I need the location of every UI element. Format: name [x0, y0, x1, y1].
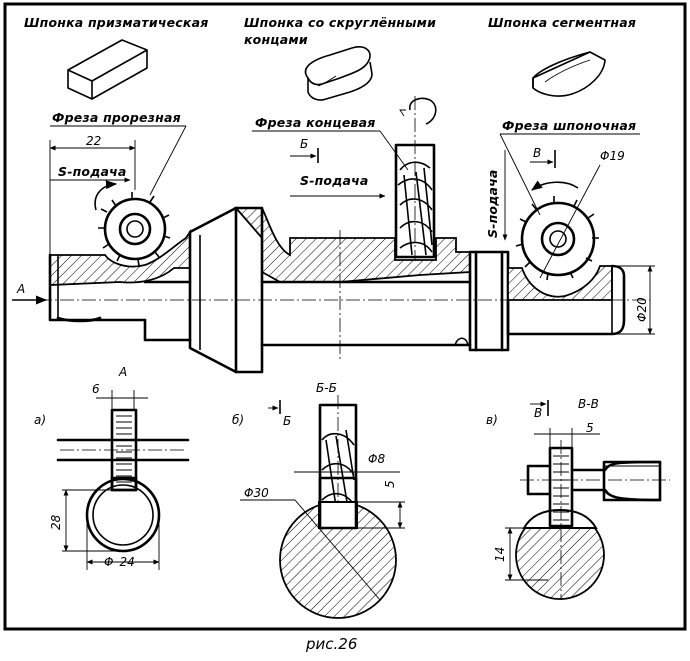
view-arrow-a: A — [16, 282, 25, 296]
label-cutter-end: Фреза концевая — [255, 115, 376, 130]
figure-caption: рис.26 — [305, 635, 357, 653]
dim-d19: Φ19 — [600, 149, 625, 163]
label-cutter-slot: Фреза прорезная — [52, 110, 181, 125]
dim-d20: Φ20 — [635, 297, 649, 322]
slot-cutter: 22 S-подача — [49, 134, 171, 267]
prismatic-key-icon — [67, 39, 148, 100]
view-a-title: A — [118, 365, 127, 379]
section-b: Б-Б б) Б Φ8 5 Φ30 — [232, 381, 405, 619]
section-v-marker: В — [534, 406, 542, 420]
section-b-marker: Б — [283, 414, 291, 428]
dim-22: 22 — [86, 134, 101, 148]
keyway-cutter: S-подача В Φ19 — [485, 146, 625, 281]
sub-label-a: а) — [34, 413, 46, 427]
dim-5-v: 5 — [586, 421, 594, 435]
end-mill: Б S-подача — [290, 96, 437, 270]
drawing-frame — [3, 2, 687, 631]
label-cutter-key: Фреза шпоночная — [502, 118, 636, 133]
rounded-key-icon — [304, 46, 373, 101]
label-feed-center: S-подача — [300, 173, 369, 188]
sub-label-b: б) — [232, 413, 244, 427]
sub-label-v: в) — [486, 413, 498, 427]
dim-d30: Φ30 — [244, 486, 269, 500]
dim-14: 14 — [493, 547, 507, 562]
section-bb-title: Б-Б — [316, 381, 337, 395]
label-key-prismatic: Шпонка призматическая — [24, 15, 208, 30]
dim-6: 6 — [92, 382, 100, 396]
label-key-segment: Шпонка сегментная — [488, 15, 636, 30]
section-b-top: Б — [300, 137, 308, 151]
label-feed-left: S-подача — [58, 164, 127, 179]
section-v-top: В — [533, 146, 541, 160]
segment-key-icon — [532, 51, 606, 97]
label-key-rounded-2: концами — [244, 32, 308, 47]
dim-d8: Φ8 — [368, 452, 385, 466]
section-v: в) В В-В 5 14 — [486, 397, 670, 600]
dim-5-b: 5 — [383, 480, 397, 488]
label-feed-right: S-подача — [485, 169, 500, 238]
shaft: A Φ20 — [12, 206, 655, 374]
dim-28: 28 — [49, 514, 63, 530]
label-key-rounded: Шпонка со скруглёнными — [244, 15, 436, 30]
section-vv-title: В-В — [578, 397, 599, 411]
